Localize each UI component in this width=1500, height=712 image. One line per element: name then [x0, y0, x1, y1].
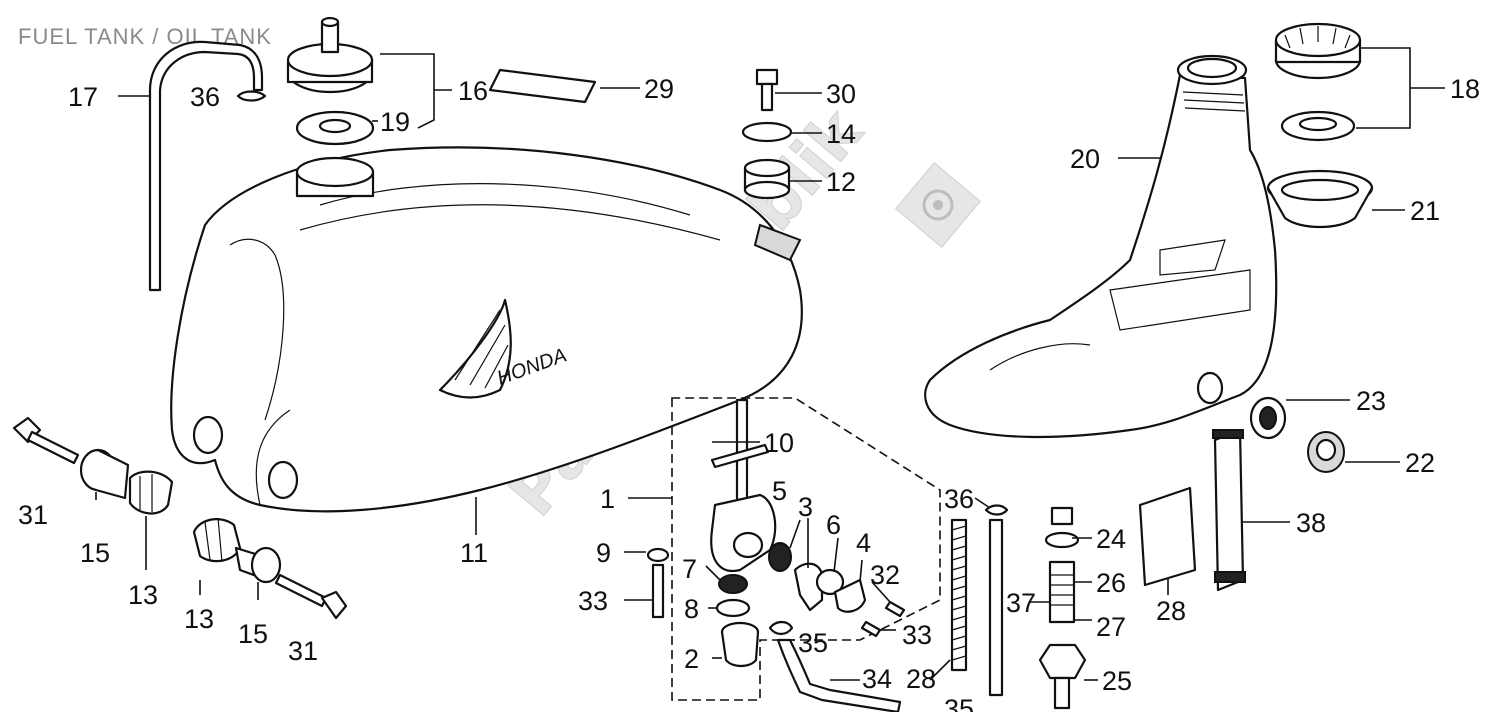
callout-38: 38 — [1296, 508, 1326, 538]
callout-36: 36 — [190, 82, 220, 112]
screw-33-icon — [860, 620, 882, 638]
packing-6 — [815, 568, 845, 596]
fuel-valve-body — [710, 493, 777, 573]
callout-labels: 17 36 16 19 29 30 14 12 20 18 21 23 22 3… — [18, 74, 1480, 712]
callout-9: 9 — [596, 538, 611, 568]
callout-21: 21 — [1410, 196, 1440, 226]
callout-18: 18 — [1450, 74, 1480, 104]
filter-cup-2 — [720, 621, 760, 668]
callout-31b: 31 — [288, 636, 318, 666]
callout-14: 14 — [826, 119, 856, 149]
callout-26: 26 — [1096, 568, 1126, 598]
callout-13: 13 — [128, 580, 158, 610]
rubber-plate-28 — [1138, 486, 1197, 587]
clip-36-icon — [236, 90, 267, 102]
valve-lever-3 — [793, 562, 824, 612]
callout-34: 34 — [862, 664, 892, 694]
emblem-plate — [488, 68, 597, 104]
callout-35b: 35 — [944, 694, 974, 712]
bolt-31-right — [274, 573, 348, 620]
callout-4: 4 — [856, 528, 871, 558]
oil-hose-37 — [988, 518, 1004, 697]
fuel-valve-group-outline — [671, 397, 941, 701]
valve-plate-4 — [833, 578, 867, 613]
watermark-gear-icon — [895, 162, 981, 248]
callout-28b: 28 — [906, 664, 936, 694]
callout-13b: 13 — [184, 604, 214, 634]
fuel-cap — [286, 16, 374, 94]
callout-24: 24 — [1096, 524, 1126, 554]
leader-lines — [95, 47, 1445, 681]
callout-3: 3 — [798, 492, 813, 522]
callout-7: 7 — [682, 554, 697, 584]
washer-9 — [646, 547, 670, 563]
callout-1: 1 — [600, 484, 615, 514]
callout-27: 27 — [1096, 612, 1126, 642]
oil-tank-cap — [1274, 22, 1362, 80]
bolt-31-left — [12, 416, 80, 465]
callout-5: 5 — [772, 476, 787, 506]
washer-14 — [741, 121, 793, 143]
fuel-tank: HONDA — [170, 146, 803, 513]
tank-strap-38 — [1212, 428, 1246, 592]
collar-15-left — [79, 448, 130, 500]
screw-33-left — [651, 563, 665, 619]
callout-11: 11 — [460, 538, 488, 568]
callout-23: 23 — [1356, 386, 1386, 416]
callout-37: 37 — [1006, 588, 1036, 618]
clip-36-right-icon — [984, 504, 1009, 516]
callout-17: 17 — [68, 82, 98, 112]
fuel-hose-34 — [776, 638, 902, 712]
callout-32: 32 — [870, 560, 900, 590]
callout-25: 25 — [1102, 666, 1132, 696]
callout-29: 29 — [644, 74, 674, 104]
callout-22: 22 — [1405, 448, 1435, 478]
rubber-13-right — [192, 517, 242, 563]
hose-clip-35-icon — [768, 620, 794, 636]
callout-31: 31 — [18, 500, 48, 530]
plug-22 — [1307, 431, 1345, 473]
packing-7 — [718, 574, 748, 594]
grommet-23 — [1249, 396, 1287, 440]
callout-12: 12 — [826, 167, 856, 197]
callout-30: 30 — [826, 79, 856, 109]
callout-19: 19 — [380, 107, 410, 137]
callout-6: 6 — [826, 510, 841, 540]
callout-10: 10 — [764, 428, 794, 458]
callout-28: 28 — [1156, 596, 1186, 626]
oil-fitting-24 — [1044, 506, 1080, 549]
callout-20: 20 — [1070, 144, 1100, 174]
drain-nut-25 — [1038, 643, 1087, 710]
o-ring-8 — [715, 598, 751, 618]
callout-8: 8 — [684, 594, 699, 624]
cap-gasket-19 — [295, 110, 375, 146]
screw-32-icon — [884, 600, 906, 618]
bolt-30 — [755, 68, 779, 112]
callout-36b: 36 — [944, 484, 974, 514]
callout-15: 15 — [80, 538, 110, 568]
o-ring-5 — [768, 542, 792, 572]
callout-33b: 33 — [902, 620, 932, 650]
rubber-mount-12 — [743, 158, 791, 200]
oil-tank — [924, 54, 1278, 439]
breather-hose — [148, 40, 264, 292]
callout-2: 2 — [684, 644, 699, 674]
callout-35: 35 — [798, 628, 828, 658]
callout-33: 33 — [578, 586, 608, 616]
filler-ring-21 — [1266, 169, 1374, 228]
collar-15-right — [234, 546, 282, 584]
oil-cap-gasket — [1280, 110, 1356, 142]
callout-16: 16 — [458, 76, 488, 106]
rubber-13-left — [128, 470, 174, 515]
spring-28 — [950, 518, 968, 672]
fuel-strainer-10 — [710, 398, 770, 502]
callout-15b: 15 — [238, 619, 268, 649]
oil-strainer-26-27 — [1048, 560, 1076, 624]
